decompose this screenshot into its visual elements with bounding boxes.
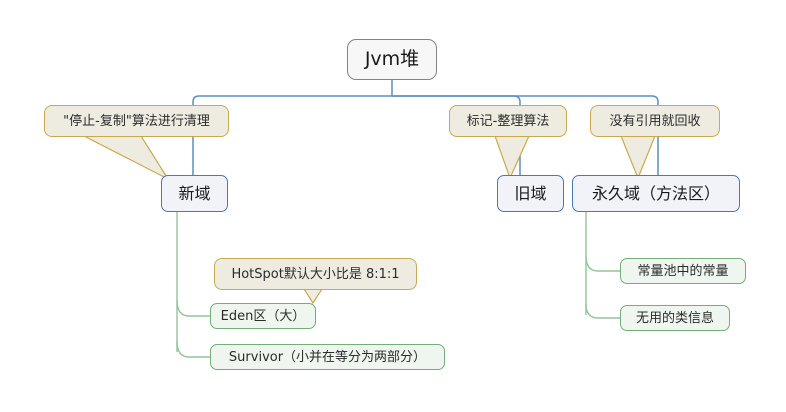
node-eden-space[interactable]: Eden区（大） bbox=[210, 303, 316, 329]
node-survivor-space[interactable]: Survivor（小并在等分为两部分） bbox=[210, 344, 445, 370]
node-unused-class-info[interactable]: 无用的类信息 bbox=[620, 305, 730, 331]
note-tail-hotspot bbox=[302, 288, 324, 305]
note-mark-compact-algorithm[interactable]: 标记-整理算法 bbox=[449, 105, 567, 137]
note-hotspot-ratio-label: HotSpot默认大小比是 8:1:1 bbox=[231, 266, 400, 282]
node-old-generation[interactable]: 旧域 bbox=[497, 175, 564, 212]
node-eden-space-label: Eden区（大） bbox=[220, 308, 306, 324]
node-jvm-heap[interactable]: Jvm堆 bbox=[347, 39, 437, 80]
node-jvm-heap-label: Jvm堆 bbox=[364, 48, 420, 70]
note-no-reference-collect-label: 没有引用就回收 bbox=[609, 113, 701, 129]
node-permanent-generation-label: 永久域（方法区） bbox=[591, 183, 720, 203]
node-old-generation-label: 旧域 bbox=[514, 183, 547, 203]
edge-new-to-eden bbox=[176, 299, 210, 317]
edge-perm-to-class bbox=[585, 303, 620, 319]
node-new-generation[interactable]: 新域 bbox=[161, 175, 228, 212]
note-mark-compact-algorithm-label: 标记-整理算法 bbox=[466, 113, 550, 129]
note-tail-stop-copy bbox=[83, 135, 170, 181]
edge-perm-to-pool bbox=[585, 255, 620, 272]
note-no-reference-collect[interactable]: 没有引用就回收 bbox=[590, 105, 720, 137]
edge-bus-left bbox=[192, 95, 392, 175]
node-constant-pool[interactable]: 常量池中的常量 bbox=[620, 258, 746, 284]
note-tail-mark-compact bbox=[494, 135, 530, 180]
node-unused-class-info-label: 无用的类信息 bbox=[635, 310, 714, 326]
note-hotspot-ratio[interactable]: HotSpot默认大小比是 8:1:1 bbox=[214, 258, 417, 290]
node-new-generation-label: 新域 bbox=[178, 183, 211, 203]
edge-bus-to-perm bbox=[392, 95, 659, 175]
edge-new-to-survivor bbox=[176, 340, 210, 358]
node-constant-pool-label: 常量池中的常量 bbox=[637, 263, 729, 279]
note-stop-copy-algorithm[interactable]: "停止-复制"算法进行清理 bbox=[44, 105, 229, 137]
note-tail-no-reference bbox=[620, 135, 656, 180]
node-survivor-space-label: Survivor（小并在等分为两部分） bbox=[228, 349, 427, 365]
node-permanent-generation[interactable]: 永久域（方法区） bbox=[572, 175, 740, 212]
note-stop-copy-algorithm-label: "停止-复制"算法进行清理 bbox=[63, 113, 210, 129]
